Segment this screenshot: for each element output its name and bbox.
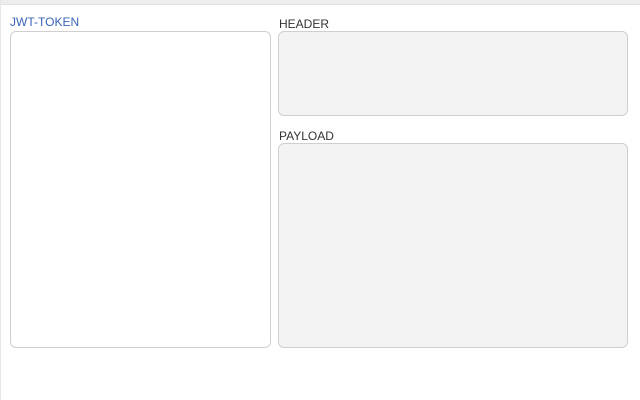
jwt-token-input[interactable] xyxy=(10,31,271,348)
jwt-token-label: JWT-TOKEN xyxy=(10,15,80,29)
payload-label: PAYLOAD xyxy=(279,129,334,143)
header-label: HEADER xyxy=(279,17,330,31)
header-output[interactable] xyxy=(278,31,628,116)
payload-output[interactable] xyxy=(278,143,628,348)
top-strip xyxy=(1,0,640,5)
